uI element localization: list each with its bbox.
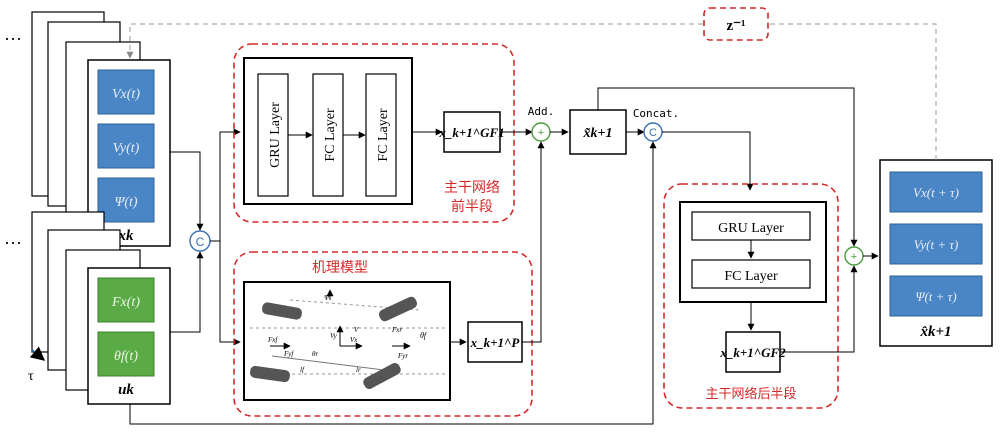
back-output-to-add-line bbox=[780, 265, 858, 353]
wheel-front-left bbox=[262, 302, 302, 320]
back-output-label: x_k+1^GF2 bbox=[719, 345, 786, 360]
back-half-caption: 主干网络后半段 bbox=[705, 386, 796, 402]
output-cell-vy-text: Vy(t + τ) bbox=[914, 237, 959, 252]
feedback-loop-line bbox=[126, 23, 937, 160]
control-label: uk bbox=[118, 382, 134, 398]
front-fc-layer-2 bbox=[365, 73, 397, 197]
add-label: Add. bbox=[528, 105, 555, 118]
front-fc-layer-1 bbox=[312, 73, 344, 197]
sum-to-final-add-line bbox=[597, 87, 858, 247]
state-cell-psi bbox=[97, 177, 155, 223]
control-cell-fx bbox=[97, 277, 155, 323]
svg-text:lf: lf bbox=[300, 366, 305, 374]
svg-text:Fyr: Fyr bbox=[397, 352, 408, 360]
back-gru-layer-label: GRU Layer bbox=[718, 221, 784, 236]
state-cell-vy bbox=[97, 123, 155, 169]
output-cell-psi bbox=[889, 275, 983, 317]
svg-text:V: V bbox=[354, 326, 359, 334]
output-label: x̂k+1 bbox=[919, 324, 951, 340]
front-fc-layer-1-label: FC Layer bbox=[323, 108, 338, 162]
svg-text:θf: θf bbox=[420, 331, 428, 340]
front-half-caption-1: 主干网络 bbox=[444, 180, 500, 196]
output-cell-vx bbox=[889, 171, 983, 213]
mechanism-output-to-add-line bbox=[522, 141, 545, 343]
concat-node-1-symbol: C bbox=[196, 235, 205, 249]
mechanism-output-label: x_k+1^P bbox=[470, 335, 521, 350]
svg-text:Fyf: Fyf bbox=[283, 350, 294, 358]
state-cell-psi-text: Ψ(t) bbox=[114, 195, 137, 210]
front-half-caption-2: 前半段 bbox=[451, 198, 493, 215]
mechanism-output-box bbox=[467, 321, 523, 363]
concat-2-to-back-line bbox=[662, 131, 754, 191]
svg-text:Vy: Vy bbox=[330, 332, 338, 340]
final-add-node-symbol: + bbox=[851, 251, 857, 263]
wheel-front-right bbox=[378, 296, 418, 322]
control-cell-theta bbox=[97, 331, 155, 377]
state-cell-vx bbox=[97, 69, 155, 115]
tau-label: τ bbox=[28, 369, 34, 384]
front-half-region bbox=[233, 43, 515, 223]
delay-box bbox=[703, 7, 769, 41]
delay-label: z⁻¹ bbox=[726, 18, 745, 34]
svg-text:lr: lr bbox=[356, 366, 361, 374]
svg-text:θr: θr bbox=[312, 350, 318, 358]
ellipsis-bottom: … bbox=[4, 228, 22, 248]
front-output-box bbox=[443, 111, 501, 153]
state-cell-vy-text: Vy(t) bbox=[113, 141, 140, 156]
wheel-rear-right bbox=[363, 363, 401, 389]
back-half-region bbox=[663, 183, 839, 409]
back-fc-layer bbox=[691, 259, 811, 289]
control-cell-fx-text: Fx(t) bbox=[111, 295, 140, 310]
control-cell-theta-text: θf(t) bbox=[114, 349, 138, 364]
concat-to-mechanism-line bbox=[219, 241, 241, 346]
output-cell-vy bbox=[889, 223, 983, 265]
concat-node-2-symbol: C bbox=[649, 127, 657, 139]
svg-text:Ψ: Ψ bbox=[324, 294, 330, 302]
output-cell-psi-text: Ψ(t + τ) bbox=[915, 289, 956, 304]
concat-to-front-line bbox=[210, 128, 241, 242]
sum-state-box bbox=[569, 109, 627, 155]
mechanism-region bbox=[233, 251, 533, 417]
mechanism-caption: 机理模型 bbox=[312, 260, 368, 276]
front-gru-layer-label: GRU Layer bbox=[268, 102, 283, 168]
svg-text:Fxr: Fxr bbox=[391, 326, 402, 334]
ellipsis-top: … bbox=[4, 24, 22, 44]
add-node-symbol: + bbox=[538, 127, 544, 139]
concat-label: Concat. bbox=[633, 107, 679, 120]
output-cell-vx-text: Vx(t + τ) bbox=[913, 185, 959, 200]
front-output-label: x_k+1^GF1 bbox=[438, 125, 504, 140]
state-cell-vx-text: Vx(t) bbox=[112, 87, 140, 102]
sum-state-label: x̃k+1 bbox=[583, 126, 613, 141]
svg-text:Fxf: Fxf bbox=[267, 336, 278, 344]
back-fc-layer-label: FC Layer bbox=[724, 269, 778, 284]
control-to-concat-line bbox=[170, 251, 204, 333]
front-fc-layer-2-label: FC Layer bbox=[376, 108, 391, 162]
wheel-rear-left bbox=[250, 365, 290, 383]
back-output-box bbox=[725, 331, 781, 373]
control-to-concat-2-line bbox=[129, 141, 657, 425]
svg-text:Vx: Vx bbox=[350, 336, 358, 344]
vehicle-sketch: Fxf Fyf Fxr Fyr θf Vx Vy V Ψ lf lr θr bbox=[250, 289, 446, 389]
tau-arrow bbox=[29, 346, 46, 361]
state-to-concat-line bbox=[170, 151, 204, 231]
state-label: xk bbox=[118, 228, 135, 244]
